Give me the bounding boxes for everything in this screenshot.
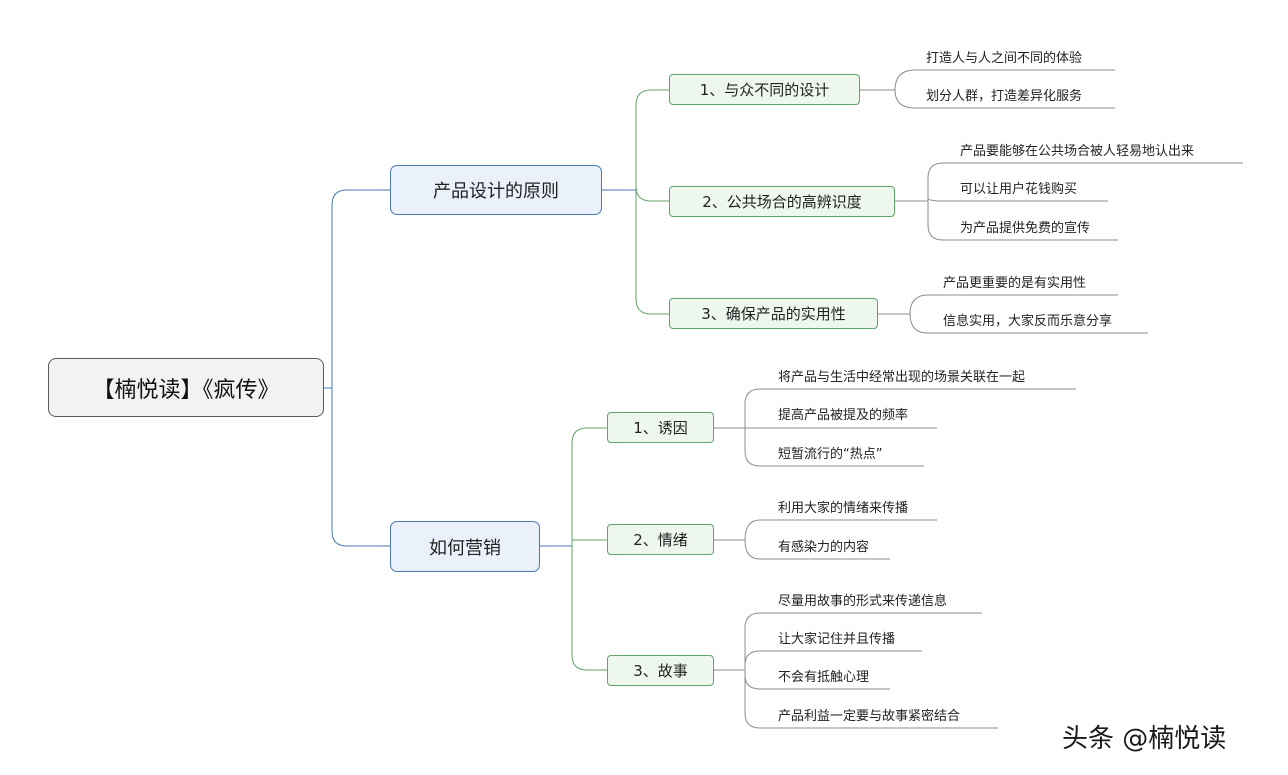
- watermark: 头条 @楠悦读: [1062, 724, 1227, 754]
- leaf-item[interactable]: 有感染力的内容: [778, 540, 870, 555]
- leaf-item[interactable]: 尽量用故事的形式来传递信息: [778, 594, 948, 609]
- subtopic-node[interactable]: 1、与众不同的设计: [669, 74, 860, 105]
- leaf-item[interactable]: 信息实用，大家反而乐意分享: [943, 314, 1113, 329]
- subtopic-label: 1、诱因: [633, 419, 688, 437]
- leaf-item[interactable]: 让大家记住并且传播: [778, 632, 896, 647]
- subtopic-label: 2、公共场合的高辨识度: [702, 193, 862, 211]
- leaf-item[interactable]: 提高产品被提及的频率: [778, 408, 909, 423]
- subtopic-label: 2、情绪: [633, 531, 688, 549]
- leaf-item[interactable]: 产品利益一定要与故事紧密结合: [778, 709, 961, 724]
- subtopic-label: 3、故事: [633, 662, 688, 680]
- leaf-item[interactable]: 利用大家的情绪来传播: [778, 501, 909, 516]
- leaf-item[interactable]: 划分人群，打造差异化服务: [926, 89, 1083, 104]
- branch-marketing[interactable]: 如何营销: [390, 521, 540, 572]
- root-label: 【楠悦读】《疯传》: [92, 377, 280, 403]
- leaf-item[interactable]: 产品更重要的是有实用性: [943, 276, 1087, 291]
- leaf-item[interactable]: 短暂流行的“热点”: [778, 447, 883, 462]
- subtopic-node[interactable]: 2、公共场合的高辨识度: [669, 186, 895, 217]
- leaf-item[interactable]: 为产品提供免费的宣传: [960, 221, 1091, 236]
- subtopic-node[interactable]: 1、诱因: [607, 412, 714, 443]
- leaf-item[interactable]: 将产品与生活中经常出现的场景关联在一起: [778, 370, 1026, 385]
- branch-product-design[interactable]: 产品设计的原则: [390, 165, 602, 215]
- subtopic-label: 1、与众不同的设计: [699, 81, 830, 99]
- leaf-item[interactable]: 打造人与人之间不同的体验: [926, 51, 1083, 66]
- branch-label: 如何营销: [429, 537, 501, 559]
- subtopic-node[interactable]: 2、情绪: [607, 524, 714, 555]
- subtopic-label: 3、确保产品的实用性: [701, 305, 846, 323]
- subtopic-node[interactable]: 3、故事: [607, 655, 714, 686]
- leaf-item[interactable]: 可以让用户花钱购买: [960, 182, 1078, 197]
- root-node[interactable]: 【楠悦读】《疯传》: [48, 358, 324, 417]
- branch-label: 产品设计的原则: [433, 181, 559, 202]
- subtopic-node[interactable]: 3、确保产品的实用性: [669, 298, 878, 329]
- leaf-item[interactable]: 不会有抵触心理: [778, 670, 870, 685]
- leaf-item[interactable]: 产品要能够在公共场合被人轻易地认出来: [960, 144, 1195, 159]
